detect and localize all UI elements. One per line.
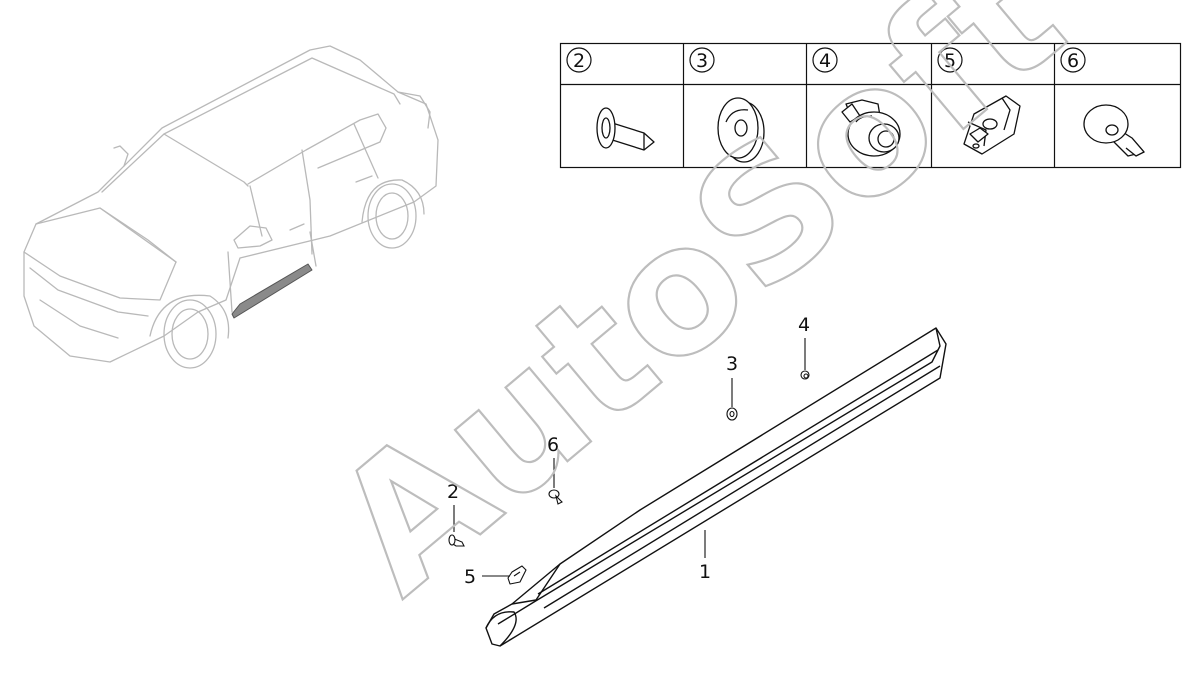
table-label-5: 5 — [944, 50, 956, 72]
push-clip-part — [800, 370, 810, 380]
table-label-4: 4 — [819, 50, 831, 72]
callout-1: 1 — [699, 561, 711, 583]
grommet-icon — [717, 97, 765, 163]
leader-lines — [453, 338, 806, 577]
callout-4: 4 — [798, 314, 810, 336]
table-header-cell-6: 6 — [1060, 47, 1086, 73]
watermark-text: AutoSoft — [297, 0, 1099, 632]
vehicle-outline — [23, 45, 439, 369]
spring-clip-part — [507, 565, 527, 585]
rivet-part — [548, 489, 563, 505]
table-header-cell-3: 3 — [689, 47, 715, 73]
push-clip-icon — [841, 99, 901, 157]
table-header-cell-4: 4 — [812, 47, 838, 73]
table-label-6: 6 — [1067, 50, 1079, 72]
rivet-icon — [1083, 104, 1145, 157]
table-header-cell-5: 5 — [937, 47, 963, 73]
callout-3: 3 — [726, 353, 738, 375]
callout-5: 5 — [464, 566, 476, 588]
table-header-cell-2: 2 — [566, 47, 592, 73]
side-sill-moulding — [485, 327, 947, 647]
bolt-part — [448, 534, 465, 547]
table-label-3: 3 — [696, 50, 708, 72]
spring-clip-icon — [963, 95, 1021, 155]
table-label-2: 2 — [573, 50, 585, 72]
callout-2: 2 — [447, 481, 459, 503]
bolt-icon — [596, 107, 655, 151]
grommet-part — [726, 407, 738, 421]
table-frame — [559, 42, 1182, 169]
callout-6: 6 — [547, 434, 559, 456]
parts-legend-table: 2 3 4 5 6 — [559, 42, 1182, 169]
